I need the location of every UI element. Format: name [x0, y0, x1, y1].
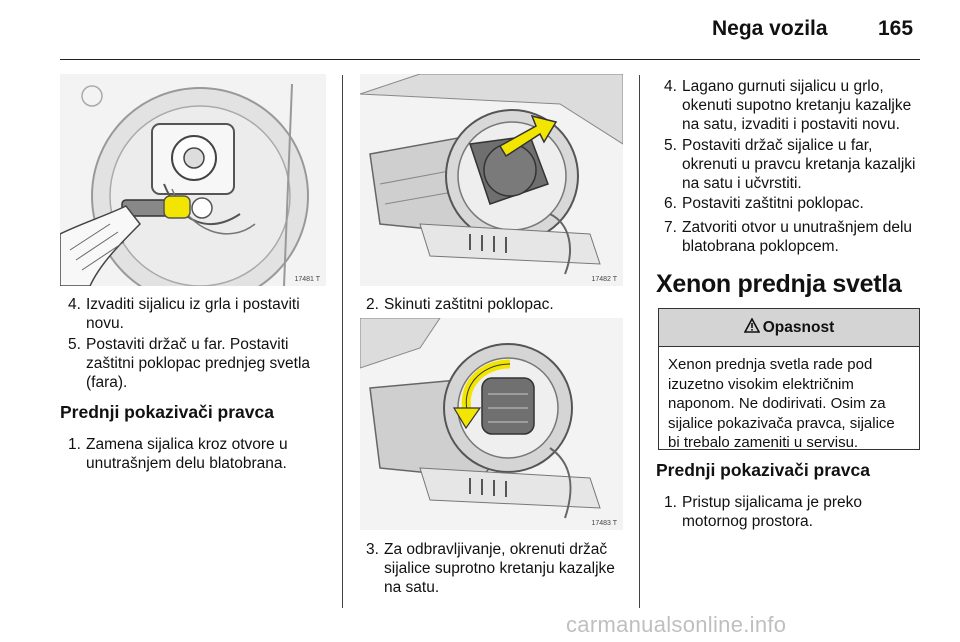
list-item: 2. Skinuti zaštitni poklopac.	[366, 295, 628, 314]
list-item: 4. Lagano gurnuti sijalicu u grlo, okenu…	[664, 77, 926, 134]
warning-header: Opasnost	[659, 309, 919, 347]
list-item: 5. Postaviti držač u far. Postaviti zašt…	[68, 335, 330, 392]
step-number: 4.	[664, 78, 677, 95]
warning-title: Opasnost	[762, 318, 835, 336]
column-divider-right	[639, 75, 640, 608]
step-number: 7.	[664, 219, 677, 236]
figure-number: 17483 T	[591, 520, 617, 527]
column-divider-left	[342, 75, 343, 608]
figure-unlock-holder: 17483 T	[360, 318, 623, 530]
figure-cover-removal: 17482 T	[360, 74, 623, 286]
step-text: Postaviti zaštitni poklopac.	[682, 195, 864, 212]
figure-number: 17482 T	[591, 276, 617, 283]
page-title: Nega vozila	[712, 17, 828, 40]
step-text: Pristup sijalicama je preko motornog pro…	[682, 494, 863, 530]
step-text: Izvaditi sijalicu iz grla i postaviti no…	[86, 296, 300, 332]
section-subheading: Prednji pokazivači pravca	[60, 402, 274, 422]
step-text: Zatvoriti otvor u unutrašnjem delu blato…	[682, 219, 913, 255]
step-text: Lagano gurnuti sijalicu u grlo, okenuti …	[682, 78, 912, 133]
warning-box: Opasnost Xenon prednja svetla rade pod i…	[658, 308, 920, 451]
list-item: 6. Postaviti zaštitni poklopac.	[664, 194, 926, 213]
step-number: 6.	[664, 195, 677, 212]
step-text: Postaviti držač u far. Postaviti zaštitn…	[86, 336, 311, 391]
warning-text: Xenon prednja svetla rade pod izuzetno v…	[668, 356, 895, 451]
step-number: 5.	[664, 137, 677, 154]
step-text: Za odbravljivanje, okrenuti držač sijali…	[384, 541, 615, 596]
warning-triangle-icon	[743, 316, 761, 338]
section-subheading: Prednji pokazivači pravca	[656, 460, 870, 480]
section-heading: Xenon prednja svetla	[656, 270, 902, 298]
page-number: 165	[878, 17, 914, 40]
step-number: 3.	[366, 541, 379, 558]
list-item: 4. Izvaditi sijalicu iz grla i postaviti…	[68, 295, 330, 333]
step-text: Postaviti držač sijalice u far, okrenuti…	[682, 137, 916, 192]
list-item: 1. Pristup sijalicama je preko motornog …	[664, 493, 926, 531]
list-item: 3. Za odbravljivanje, okrenuti držač sij…	[366, 540, 628, 597]
step-number: 1.	[68, 436, 81, 453]
list-item: 5. Postaviti držač sijalice u far, okren…	[664, 136, 926, 193]
step-number: 1.	[664, 494, 677, 511]
figure-bulb-removal: 17481 T	[60, 74, 326, 286]
step-number: 4.	[68, 296, 81, 313]
step-text: Zamena sijalica kroz otvore u unutrašnje…	[86, 436, 288, 472]
step-number: 2.	[366, 296, 379, 313]
list-item: 1. Zamena sijalica kroz otvore u unutraš…	[68, 435, 330, 473]
watermark: carmanualsonline.info	[566, 612, 787, 637]
step-text: Skinuti zaštitni poklopac.	[384, 296, 554, 313]
header-rule	[60, 59, 920, 60]
step-number: 5.	[68, 336, 81, 353]
list-item: 7. Zatvoriti otvor u unutrašnjem delu bl…	[664, 218, 926, 256]
figure-number: 17481 T	[294, 276, 320, 283]
